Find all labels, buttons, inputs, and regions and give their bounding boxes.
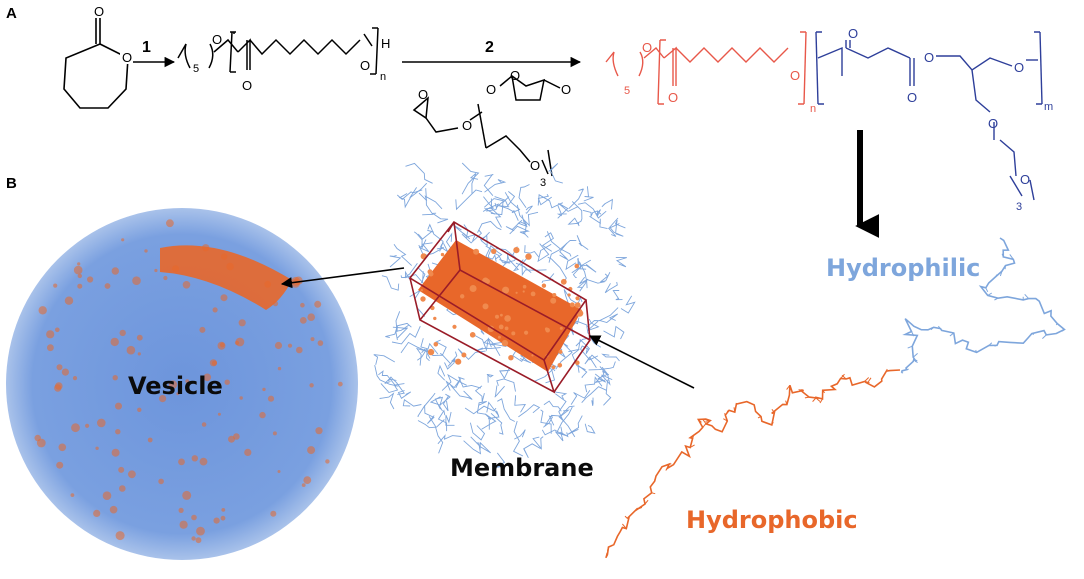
peg-ether-oxygen-1: O xyxy=(462,118,472,133)
pgs-block-structure xyxy=(815,31,1043,201)
anhydride-oxygen-left: O xyxy=(486,82,496,97)
block-subscript-5: 5 xyxy=(624,85,630,97)
single-molecule xyxy=(605,237,1066,559)
anhydride-oxygen-right: O xyxy=(561,82,571,97)
succinic-anhydride-structure xyxy=(499,74,561,101)
pgs-subscript-m: m xyxy=(1044,101,1053,113)
pgs-subscript-3: 3 xyxy=(1016,201,1022,213)
molecule-to-membrane-arrow xyxy=(588,335,695,389)
pgs-ester-oxygen: O xyxy=(924,50,934,65)
hydrophobic-label: Hydrophobic xyxy=(686,506,858,534)
step2-label: 2 xyxy=(485,39,494,56)
panel-label-b: B xyxy=(6,175,17,192)
membrane-to-vesicle-arrow xyxy=(280,267,405,289)
pgs-peg-oxygen: O xyxy=(1020,172,1030,187)
pcl-carbonyl-oxygen: O xyxy=(242,78,252,93)
block-linker-oxygen: O xyxy=(790,68,800,83)
block-ester-oxygen: O xyxy=(642,40,652,55)
hydrophilic-label: Hydrophilic xyxy=(826,254,980,282)
pcl-structure xyxy=(177,27,379,75)
caprolactone-structure xyxy=(63,18,129,109)
pgs-carbonyl-oxygen-top: O xyxy=(848,26,858,41)
peg-subscript-3: 3 xyxy=(540,177,546,189)
step1-label: 1 xyxy=(142,39,151,56)
pcl-terminal-oxygen: O xyxy=(360,58,370,73)
pgs-ether-oxygen: O xyxy=(1014,60,1024,75)
membrane-patch xyxy=(373,162,636,469)
carbonyl-oxygen-label: O xyxy=(94,4,104,19)
pcl-terminal-hydrogen: H xyxy=(381,36,390,51)
ring-oxygen-label: O xyxy=(122,50,132,65)
vesicle-label: Vesicle xyxy=(128,372,223,400)
pcl-ester-oxygen: O xyxy=(212,32,222,47)
block-carbonyl-oxygen: O xyxy=(668,90,678,105)
pcl-subscript-n: n xyxy=(380,71,386,83)
pgs-carbonyl-oxygen-bottom: O xyxy=(907,90,917,105)
anhydride-ring-oxygen: O xyxy=(510,68,520,83)
panel-label-a: A xyxy=(6,5,17,22)
vesicle-sphere xyxy=(6,208,358,560)
pcl-block-structure xyxy=(605,31,807,105)
block-subscript-n: n xyxy=(810,103,816,115)
pcl-subscript-5: 5 xyxy=(193,63,199,75)
membrane-simulation-box xyxy=(408,220,591,394)
membrane-label: Membrane xyxy=(450,454,594,482)
peg-ether-oxygen-2: O xyxy=(530,158,540,173)
pgs-sidechain-oxygen: O xyxy=(988,116,998,131)
epoxide-oxygen: O xyxy=(418,87,428,102)
